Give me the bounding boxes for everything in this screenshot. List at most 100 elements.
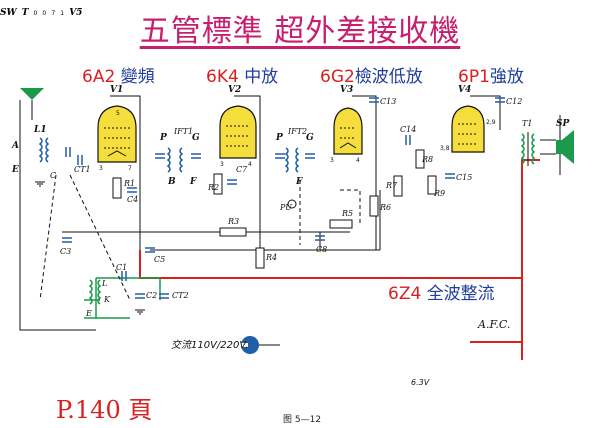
- capacitor-c14: [405, 134, 411, 146]
- label-c7: C7: [236, 165, 248, 174]
- ground-icon: [34, 181, 46, 187]
- tube-role-v3: 檢波低放: [354, 67, 423, 87]
- resistor-r1: [112, 177, 122, 199]
- capacitor-ct1: [77, 154, 83, 166]
- label-r3: R3: [227, 217, 239, 226]
- label-c1: C1: [116, 263, 127, 272]
- label-c3: C3: [60, 247, 71, 256]
- label-c12: C12: [506, 97, 522, 106]
- resistor-r8: [415, 149, 425, 169]
- label-e: E: [11, 165, 19, 175]
- resistor-r3: [219, 227, 247, 237]
- capacitor-c3: [61, 237, 73, 243]
- ground-icon: [134, 309, 146, 315]
- capacitor-c7: [226, 179, 238, 185]
- tube-code-v4: 6P1: [458, 67, 490, 87]
- if-transformer-2: [274, 147, 316, 173]
- ac-mains-label: 交流110V/220V.: [171, 340, 249, 351]
- label-sp: SP: [556, 119, 569, 129]
- tube-v2: [219, 105, 257, 159]
- label-c4: C4: [127, 195, 138, 204]
- potentiometer-r5[interactable]: [329, 219, 353, 229]
- label-r8: R8: [421, 155, 433, 164]
- if-transformer-1: [154, 147, 202, 173]
- label-c8: C8: [316, 245, 327, 254]
- label-ct1: CT1: [74, 165, 91, 174]
- label-ift2: IFT2: [287, 127, 307, 136]
- resistor-r6: [369, 195, 379, 217]
- label-l: L: [101, 279, 107, 288]
- tube-title-v5: 6Z4 全波整流: [388, 279, 495, 304]
- label-k: K: [103, 295, 111, 304]
- label-a: A: [11, 141, 19, 151]
- label-c5: C5: [154, 255, 165, 264]
- tube-title-v2: 6K4 中放: [206, 62, 278, 87]
- label-p2: P: [275, 133, 283, 143]
- pin-v1-5: 5: [116, 110, 120, 117]
- tube-v1: [97, 105, 137, 163]
- label-g1: G: [192, 133, 200, 143]
- label-r5: R5: [341, 209, 353, 218]
- tube-role-v4: 強放: [489, 67, 524, 87]
- tube-title-v3: 6G2檢波低放: [320, 62, 423, 87]
- label-r4: R4: [265, 253, 277, 262]
- power-plug-icon: [240, 336, 280, 354]
- label-v1: V1: [110, 85, 123, 95]
- label-r6: R6: [379, 203, 391, 212]
- capacitor-c: [65, 146, 71, 158]
- label-t: T: [21, 8, 29, 18]
- tube-role-v5: 全波整流: [426, 284, 495, 304]
- label-c13: C13: [380, 97, 396, 106]
- pin-v3-3: 3: [330, 157, 334, 164]
- capacitor-c4: [126, 187, 138, 193]
- pin-v4-38: 3,8: [440, 145, 450, 152]
- pin-v5-7: 7: [51, 10, 56, 17]
- tube-title-v4: 6P1強放: [458, 62, 524, 87]
- label-f2: F: [295, 177, 303, 187]
- label-p1: P: [159, 133, 167, 143]
- tube-role-v2: 中放: [244, 67, 279, 87]
- label-c15: C15: [456, 173, 472, 182]
- gang-links: [39, 174, 361, 301]
- resistor-r2: [213, 173, 223, 195]
- pilot-lamp: 7 1 V5 交流110V/220V. A.F.C. 6.3V P.140 頁 …: [51, 0, 510, 425]
- resistor-r9: [427, 175, 437, 195]
- figure-caption: 图 5—12: [283, 415, 322, 425]
- label-v3: V3: [340, 85, 353, 95]
- pin-v2-4: 4: [248, 161, 252, 168]
- label-c: C: [50, 171, 56, 180]
- label-t1: T1: [522, 119, 532, 128]
- pin-tap-0b: 0: [42, 10, 47, 17]
- pin-v1-3: 3: [99, 165, 103, 172]
- capacitor-c15: [444, 173, 456, 179]
- pin-tap-0: 0: [33, 10, 38, 17]
- tube-role-v1: 變頻: [120, 67, 155, 87]
- tube-code-v5: 6Z4: [388, 284, 422, 304]
- pin-v2-3: 3: [220, 161, 224, 168]
- label-ift1: IFT1: [173, 127, 193, 136]
- b-plus-wiring: [19, 95, 561, 331]
- tube-title-v1: 6A2 變頻: [82, 62, 155, 87]
- label-r1: R1: [123, 179, 135, 188]
- label-b1: B: [167, 177, 176, 187]
- label-ct2: CT2: [172, 291, 189, 300]
- resistor-r7: [393, 175, 403, 197]
- label-r9: R9: [433, 189, 445, 198]
- heater-voltage-label: 6.3V: [411, 378, 430, 387]
- output-transformer-t1: [520, 132, 536, 166]
- pin-v1-7: 7: [128, 165, 132, 172]
- label-c14: C14: [400, 125, 416, 134]
- page-title: 五管標準 超外差接收機: [139, 14, 461, 49]
- antenna-icon: [20, 88, 44, 120]
- capacitor-c2: [134, 293, 146, 299]
- label-v4: V4: [458, 85, 471, 95]
- tube-v4: [451, 105, 485, 153]
- tube-code-v3: 6G2: [320, 67, 355, 87]
- tube-code-v1: 6A2: [82, 67, 116, 87]
- label-r2: R2: [207, 183, 219, 192]
- label-l1: L1: [33, 125, 47, 135]
- label-e-osc: E: [85, 309, 92, 318]
- label-sw: SW: [0, 8, 17, 18]
